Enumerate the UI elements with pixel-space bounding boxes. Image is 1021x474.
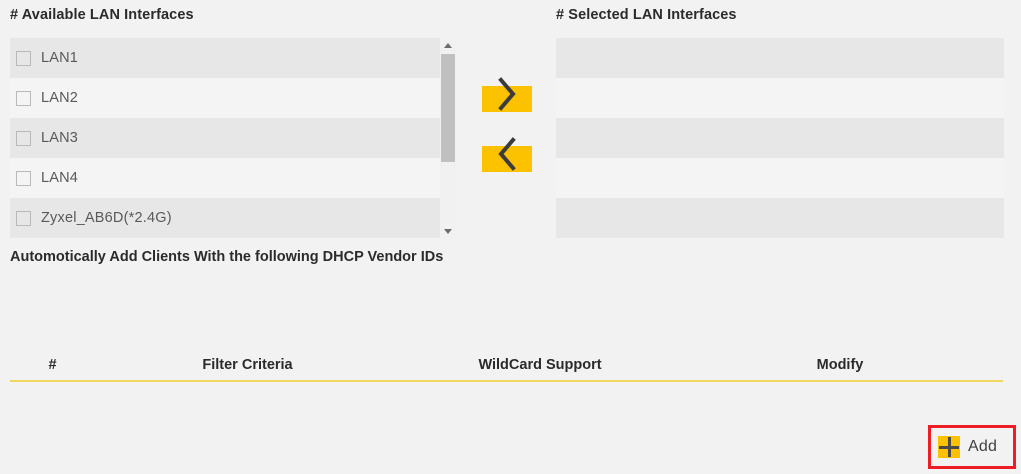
list-item[interactable]: Zyxel_AB6D(*2.4G): [10, 198, 440, 238]
move-right-button[interactable]: [482, 77, 532, 112]
triangle-down-icon[interactable]: [440, 224, 456, 238]
available-lan-interfaces-heading: # Available LAN Interfaces: [10, 7, 194, 23]
column-header-modify: Modify: [816, 357, 864, 373]
table-body-empty: [10, 382, 1003, 412]
dhcp-vendor-ids-label: Automotically Add Clients With the follo…: [10, 249, 444, 265]
list-item-label: LAN4: [41, 170, 79, 186]
list-item[interactable]: LAN3: [10, 118, 440, 158]
triangle-up-icon[interactable]: [440, 38, 456, 52]
chevron-right-icon: [496, 77, 518, 117]
table-header-row: # Filter Criteria WildCard Support Modif…: [10, 350, 1003, 380]
list-item[interactable]: [556, 118, 1004, 158]
move-left-button[interactable]: [482, 137, 532, 172]
lan-interface-checkbox[interactable]: [16, 170, 31, 186]
list-item-spacer: [556, 78, 1004, 118]
list-item[interactable]: [556, 38, 1004, 78]
selected-lan-interfaces-list[interactable]: [556, 38, 1004, 238]
scrollbar[interactable]: [440, 38, 456, 238]
list-item[interactable]: LAN1: [10, 38, 440, 78]
lan-interface-checkbox[interactable]: [16, 90, 31, 106]
column-header-wildcard-support: WildCard Support: [478, 357, 602, 373]
list-item[interactable]: [556, 198, 1004, 238]
column-header-filter-criteria: Filter Criteria: [202, 357, 293, 373]
list-item-spacer: [556, 158, 1004, 198]
list-item-label: Zyxel_AB6D(*2.4G): [41, 210, 172, 226]
lan-interface-checkbox[interactable]: [16, 210, 31, 226]
list-item[interactable]: LAN2: [10, 78, 440, 118]
list-item[interactable]: LAN4: [10, 158, 440, 198]
lan-interface-checkbox[interactable]: [16, 50, 31, 66]
chevron-left-icon: [496, 137, 518, 177]
available-lan-interfaces-list[interactable]: LAN1 LAN2 LAN3 LAN4 Zyxel_AB6D(*2.4G): [10, 38, 440, 238]
table-header-divider: [10, 380, 1003, 382]
column-header-index: #: [48, 357, 57, 373]
lan-interface-checkbox[interactable]: [16, 130, 31, 146]
add-button[interactable]: Add: [938, 434, 997, 460]
plus-icon: [938, 436, 960, 458]
selected-lan-interfaces-heading: # Selected LAN Interfaces: [556, 7, 737, 23]
filter-criteria-table: # Filter Criteria WildCard Support Modif…: [10, 350, 1003, 412]
list-item-label: LAN2: [41, 90, 79, 106]
scrollbar-thumb[interactable]: [441, 54, 455, 162]
add-button-label: Add: [968, 438, 998, 455]
add-button-highlight: [928, 425, 1016, 469]
list-item-label: LAN3: [41, 130, 79, 146]
list-item-label: LAN1: [41, 50, 79, 66]
